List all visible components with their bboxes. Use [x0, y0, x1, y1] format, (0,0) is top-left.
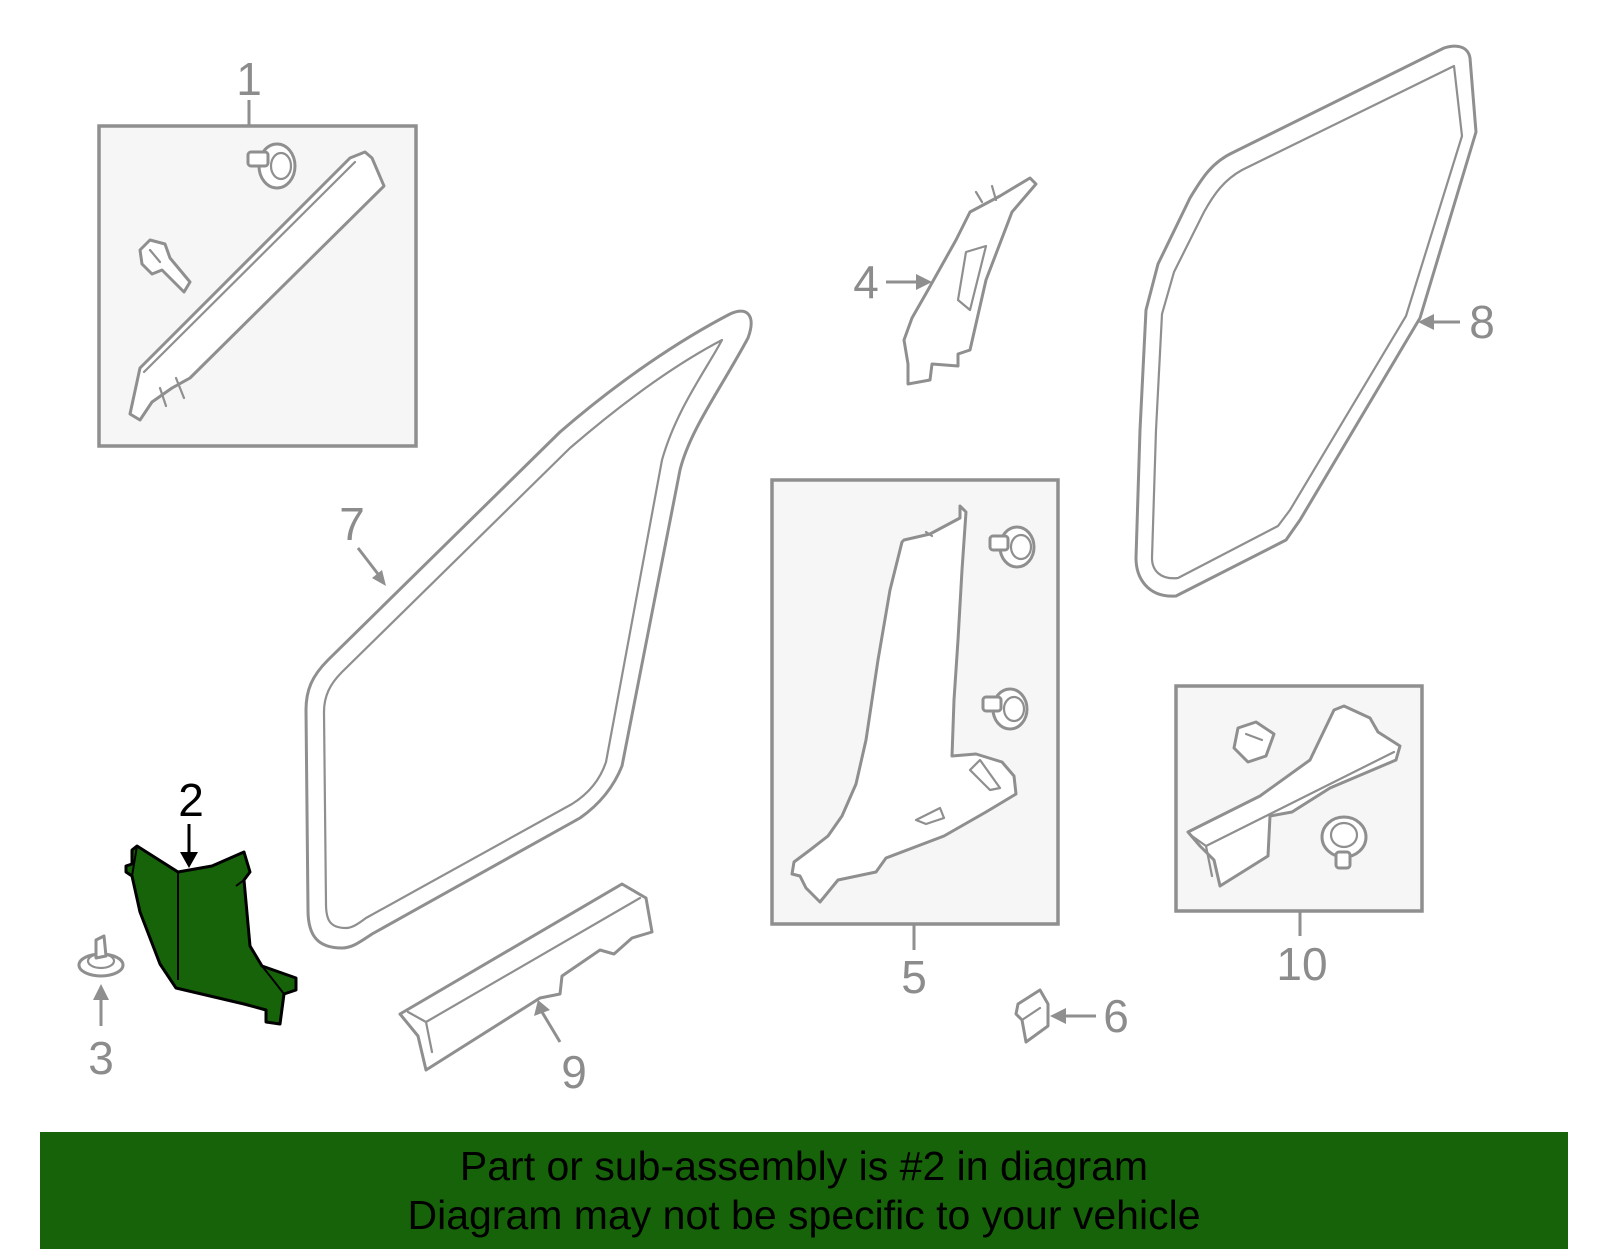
callout-7-label: 7 — [339, 498, 365, 550]
callout-6-label: 6 — [1103, 990, 1129, 1042]
callout-9-leader — [540, 1011, 562, 1043]
a-pillar-trim — [128, 150, 386, 422]
callout-7-leader — [356, 547, 380, 575]
b-pillar-upper-trim-part-4 — [902, 176, 1038, 386]
callout-9-label: 9 — [561, 1046, 587, 1098]
rear-scuff-plate — [1186, 704, 1402, 888]
callout-1-label: 1 — [236, 53, 262, 105]
callout-4-arrowhead — [916, 274, 932, 290]
push-clip-icon — [981, 687, 1029, 731]
push-clip-icon — [246, 142, 297, 190]
screw-clip-icon — [138, 238, 192, 294]
callout-5-label: 5 — [901, 951, 927, 1003]
b-pillar-lower-trim — [790, 504, 1018, 904]
callout-2-arrowhead — [180, 852, 198, 868]
callout-7-arrowhead — [372, 570, 386, 586]
retainer-clip-part-3 — [77, 934, 125, 978]
callout-3-arrowhead — [93, 984, 109, 1000]
callout-10-label: 10 — [1276, 938, 1327, 990]
nut-clip-icon — [1232, 720, 1276, 764]
push-clip-icon — [1320, 815, 1368, 870]
callout-9-arrowhead — [534, 1000, 550, 1016]
clip-part-6 — [1014, 988, 1050, 1044]
callout-8-arrowhead — [1418, 314, 1434, 330]
rear-door-weatherstrip-part-8 — [1134, 44, 1478, 598]
info-banner: Part or sub-assembly is #2 in diagram Di… — [40, 1132, 1568, 1249]
callout-2-label: 2 — [178, 774, 204, 826]
callout-8-label: 8 — [1469, 296, 1495, 348]
scuff-plate-part-9 — [398, 882, 654, 1072]
banner-line-2: Diagram may not be specific to your vehi… — [407, 1192, 1201, 1238]
callout-3-label: 3 — [88, 1032, 114, 1084]
callout-4-label: 4 — [853, 256, 879, 308]
cowl-side-trim-part-2[interactable] — [124, 844, 298, 1026]
banner-line-1: Part or sub-assembly is #2 in diagram — [459, 1143, 1149, 1189]
callout-6-arrowhead — [1050, 1008, 1066, 1024]
push-clip-icon — [988, 525, 1036, 569]
front-door-weatherstrip-part-7 — [304, 309, 753, 950]
